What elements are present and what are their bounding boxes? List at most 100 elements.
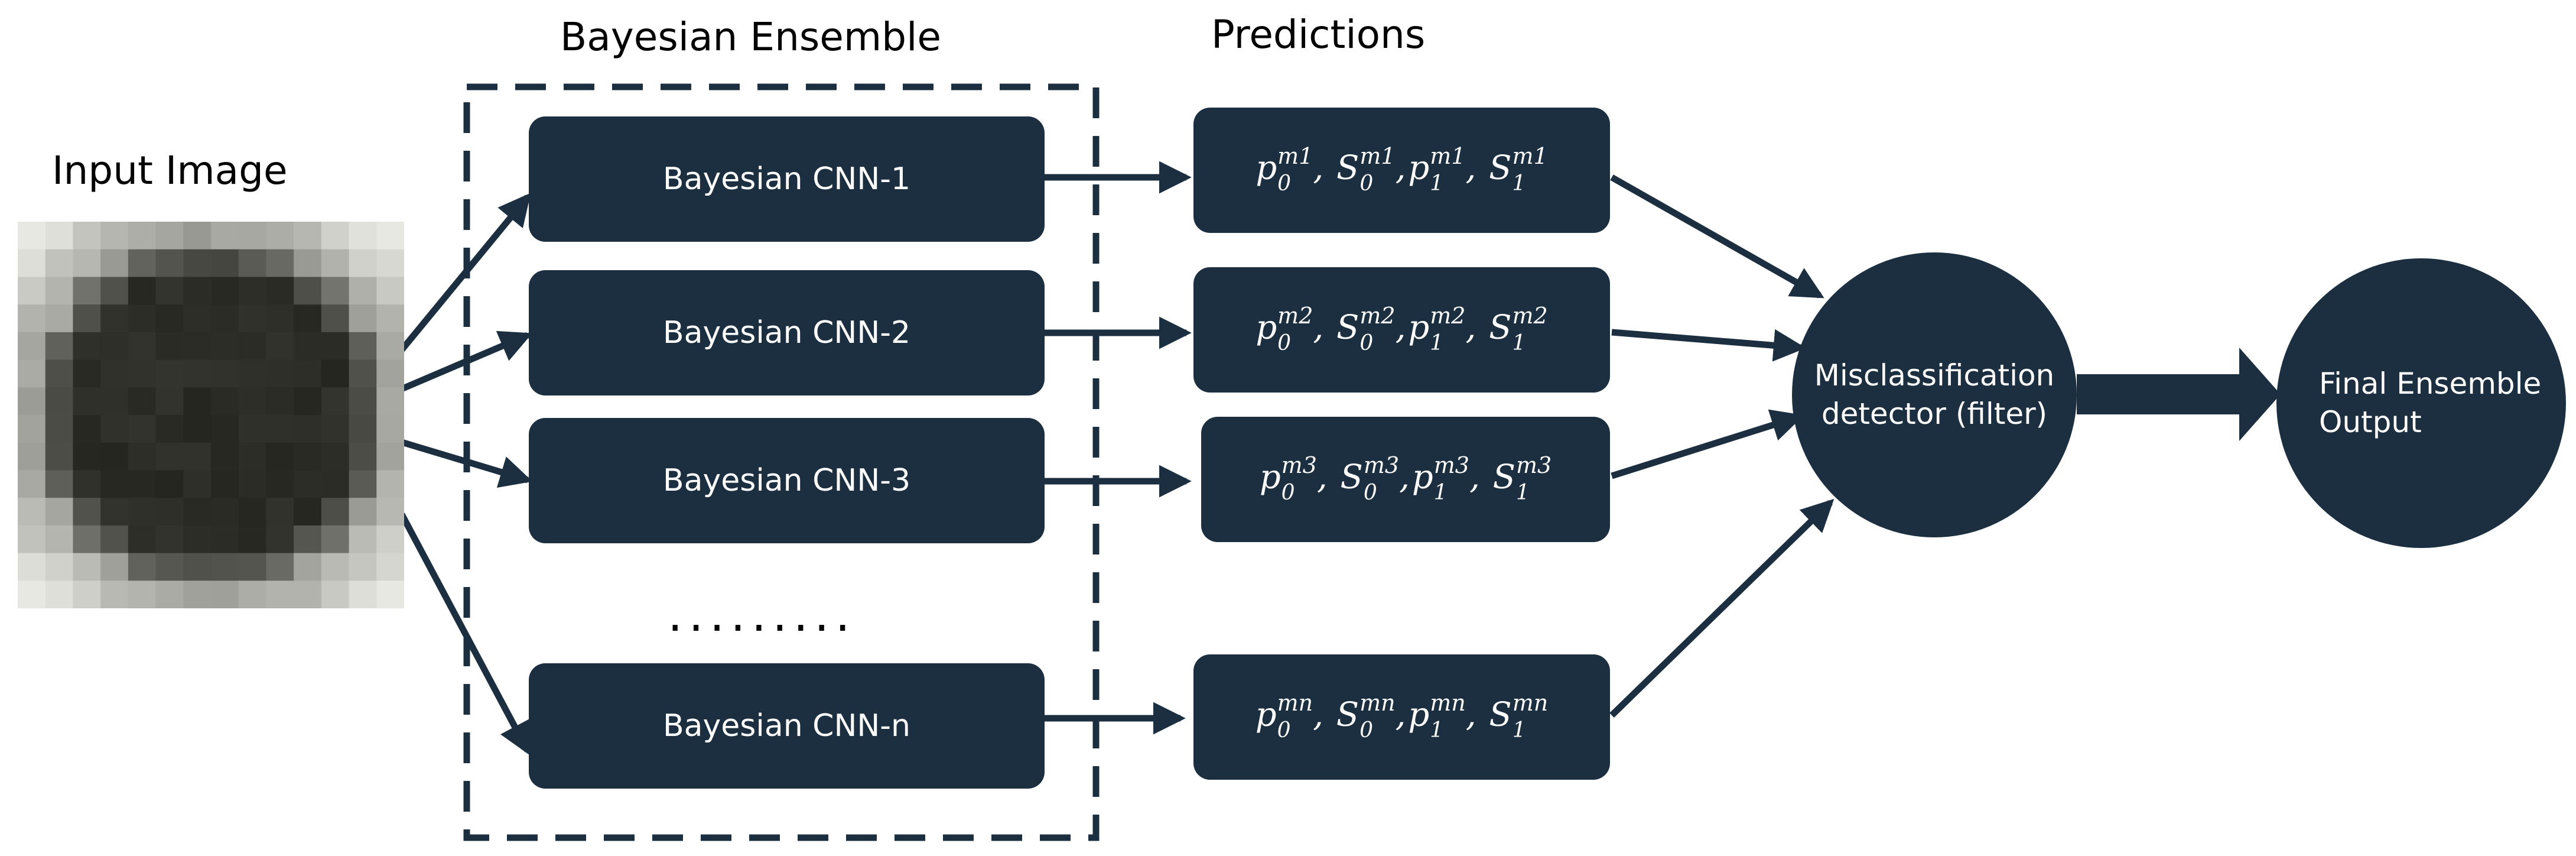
image-pixel [18, 277, 46, 306]
image-pixel [349, 553, 378, 582]
image-pixel [266, 359, 295, 388]
image-pixel [294, 359, 322, 388]
image-pixel [376, 442, 404, 471]
image-pixel [155, 387, 184, 416]
image-pixel [73, 222, 102, 250]
model-label: Bayesian CNN-3 [662, 463, 911, 498]
image-pixel [294, 415, 322, 443]
image-pixel [128, 470, 157, 499]
image-pixel [376, 581, 404, 608]
image-pixel [18, 581, 46, 608]
image-pixel [73, 249, 102, 278]
image-pixel [183, 415, 212, 443]
image-pixel [294, 470, 322, 499]
model-label: Bayesian CNN-n [662, 708, 911, 744]
arrow-input-to-cnn-1 [390, 193, 531, 363]
image-pixel [45, 249, 74, 278]
pred-superscript: m3 [1433, 452, 1469, 478]
image-pixel [238, 387, 267, 416]
image-pixel [45, 553, 74, 582]
image-pixel [73, 498, 102, 526]
image-pixel [294, 277, 322, 306]
image-pixel [183, 470, 212, 499]
image-pixel [183, 525, 212, 554]
image-pixel [128, 387, 157, 416]
model-label: Bayesian CNN-2 [662, 315, 911, 351]
image-pixel [73, 387, 102, 416]
image-pixel [376, 359, 404, 388]
ensemble-heading: Bayesian Ensemble [560, 14, 942, 60]
misclassification-detector: Misclassification detector (filter) [1792, 252, 2077, 537]
model-box-cnn-n: Bayesian CNN-n [529, 663, 1045, 789]
image-pixel [45, 470, 74, 499]
image-pixel [349, 442, 378, 471]
output-line-1: Final Ensemble [2319, 367, 2542, 401]
image-pixel [45, 332, 74, 361]
image-pixel [294, 525, 322, 554]
image-pixel [211, 332, 239, 361]
image-pixel [73, 470, 102, 499]
image-pixel [183, 277, 212, 306]
image-pixel [100, 359, 129, 388]
image-pixel [100, 304, 129, 333]
image-pixel [18, 222, 46, 250]
ellipsis: ......... [668, 587, 856, 642]
image-pixel [45, 498, 74, 526]
image-pixel [128, 581, 157, 608]
image-pixel [100, 332, 129, 361]
image-pixel [183, 222, 212, 250]
predictions-heading: Predictions [1211, 12, 1426, 57]
image-pixel [73, 359, 102, 388]
image-pixel [18, 332, 46, 361]
model-box-cnn-2: Bayesian CNN-2 [529, 270, 1045, 395]
image-pixel [349, 581, 378, 608]
image-pixel [73, 553, 102, 582]
image-pixel [155, 415, 184, 443]
image-pixel [183, 359, 212, 388]
image-pixel [155, 553, 184, 582]
image-pixel [183, 498, 212, 526]
image-pixel [321, 359, 350, 388]
pred-superscript: m2 [1277, 303, 1313, 329]
image-pixel [349, 498, 378, 526]
image-pixel [183, 553, 212, 582]
image-pixel [183, 249, 212, 278]
image-pixel [73, 332, 102, 361]
image-pixel [321, 332, 350, 361]
image-pixel [349, 525, 378, 554]
image-pixel [349, 249, 378, 278]
image-pixel [211, 277, 239, 306]
image-pixel [18, 442, 46, 471]
image-pixel [349, 359, 378, 388]
image-pixel [266, 249, 295, 278]
pred-superscript: m3 [1281, 452, 1317, 478]
image-pixel [238, 359, 267, 388]
image-pixel [349, 470, 378, 499]
image-pixel [266, 277, 295, 306]
image-pixel [321, 387, 350, 416]
image-pixel [349, 332, 378, 361]
image-pixel [376, 387, 404, 416]
image-pixel [100, 442, 129, 471]
image-pixel [266, 415, 295, 443]
image-pixel [100, 498, 129, 526]
image-pixel [321, 442, 350, 471]
image-pixel [155, 442, 184, 471]
model-label: Bayesian CNN-1 [662, 161, 911, 197]
image-pixel [266, 525, 295, 554]
image-pixel [155, 332, 184, 361]
image-pixel [238, 553, 267, 582]
image-pixel [266, 304, 295, 333]
image-pixel [155, 525, 184, 554]
image-pixel [321, 277, 350, 306]
image-pixel [155, 498, 184, 526]
pred-superscript: m2 [1359, 303, 1396, 329]
image-pixel [128, 498, 157, 526]
image-pixel [266, 581, 295, 608]
image-pixel [183, 581, 212, 608]
pred-superscript: m2 [1512, 303, 1548, 329]
image-pixel [155, 222, 184, 250]
image-pixel [266, 387, 295, 416]
